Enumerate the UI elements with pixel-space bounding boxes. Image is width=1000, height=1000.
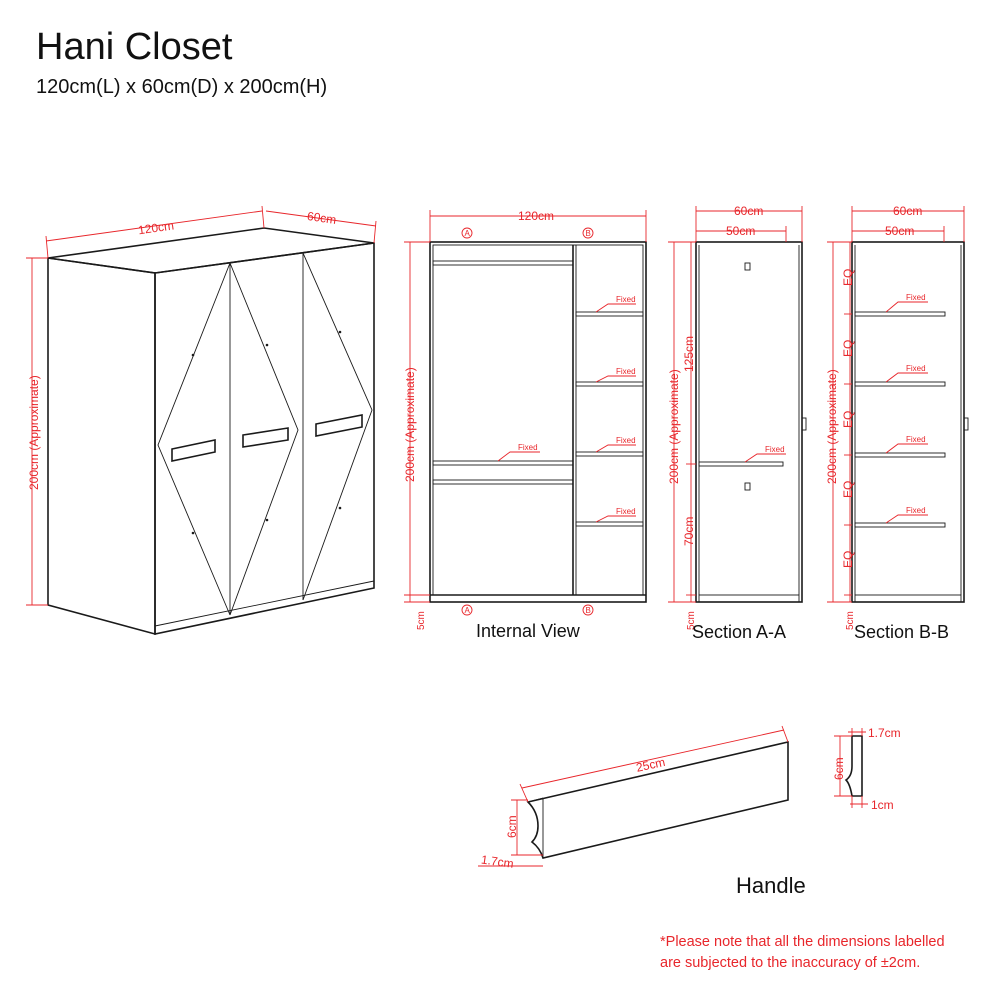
section-b-dimensions xyxy=(827,206,965,603)
handle-profile xyxy=(844,735,863,797)
section-a-body xyxy=(695,241,803,603)
section-a-base-label: 5cm xyxy=(686,611,697,630)
section-markers xyxy=(461,227,594,616)
internal-view-caption: Internal View xyxy=(476,621,581,641)
perspective-dimensions xyxy=(26,205,377,606)
closet-front xyxy=(154,242,375,635)
door-dots xyxy=(191,330,342,535)
right-shelf-1 xyxy=(575,311,644,317)
section-a-hinge-top xyxy=(744,262,751,271)
diamond-line-door-1b xyxy=(229,262,299,616)
section-b-eq-3: EQ xyxy=(841,411,855,428)
section-b-eq-1: EQ xyxy=(841,269,855,286)
diamond-line-door-1 xyxy=(157,262,231,616)
perspective-view: 120cm 60cm 200cm (Approximate) xyxy=(26,205,377,636)
internal-fixed-leaders xyxy=(497,303,636,523)
page-title: Hani Closet xyxy=(36,26,233,68)
closet-side xyxy=(47,257,156,636)
perspective-height-label: 200cm (Approximate) xyxy=(27,375,41,490)
section-a-caption: Section A-A xyxy=(692,622,786,642)
internal-dimensions xyxy=(404,210,647,603)
section-b-fixed-3: Fixed xyxy=(906,435,926,444)
right-shelf-4 xyxy=(575,521,644,527)
marker-a-bottom: A xyxy=(465,606,471,615)
handle-door-1 xyxy=(171,439,216,462)
handle-profile-top: 1.7cm xyxy=(868,726,901,740)
perspective-width-label: 120cm xyxy=(137,218,175,237)
section-b-fixed-4: Fixed xyxy=(906,506,926,515)
section-b-base xyxy=(854,594,962,603)
section-a-hinge-bottom xyxy=(744,482,751,491)
section-b-fixed-leaders xyxy=(885,301,928,524)
perspective-depth-label: 60cm xyxy=(306,209,337,227)
internal-outer xyxy=(429,241,647,603)
closet-plinth xyxy=(154,580,375,627)
section-b: Fixed Fixed Fixed Fixed 60cm 50cm 200cm … xyxy=(825,204,969,642)
section-a-base xyxy=(698,594,800,603)
internal-inner xyxy=(432,244,644,596)
handle-dimensions xyxy=(478,725,789,867)
section-a-fixed-label: Fixed xyxy=(765,445,785,454)
handle-profile-bottom: 1cm xyxy=(871,798,894,812)
section-a: Fixed 60cm 50cm 200cm (Approximate) 125c… xyxy=(667,204,807,642)
right-shelf-2 xyxy=(575,381,644,387)
fixed-label-left-shelf: Fixed xyxy=(518,443,538,452)
marker-a-top: A xyxy=(465,229,471,238)
section-b-shelf-4 xyxy=(854,522,946,528)
left-lower-rail xyxy=(432,479,574,485)
handle-door-3 xyxy=(315,414,363,437)
disclaimer-line-2: are subjected to the inaccuracy of ±2cm. xyxy=(660,955,921,971)
section-a-upper: 125cm xyxy=(682,336,696,372)
fixed-label-shelf-1: Fixed xyxy=(616,295,636,304)
handle-height-label: 6cm xyxy=(505,815,519,838)
hanging-rail xyxy=(432,260,574,266)
dimension-disclaimer: *Please note that all the dimensions lab… xyxy=(660,932,945,974)
section-a-shelf xyxy=(698,461,784,467)
section-b-base-label: 5cm xyxy=(845,611,856,630)
handle-length-label: 25cm xyxy=(635,755,667,775)
handle-bar xyxy=(526,740,789,859)
handle-caption: Handle xyxy=(736,873,806,898)
section-b-shelf-2 xyxy=(854,381,946,387)
diamond-line-door-3 xyxy=(302,252,373,601)
section-b-eq-5: EQ xyxy=(841,551,855,568)
section-b-eq-2: EQ xyxy=(841,340,855,357)
right-shelf-3 xyxy=(575,451,644,457)
marker-b-top: B xyxy=(586,229,591,238)
section-b-shelf-1 xyxy=(854,311,946,317)
section-b-inner-depth: 50cm xyxy=(885,224,914,238)
left-fixed-shelf xyxy=(432,460,574,466)
handle-detail: 25cm 6cm 1.7cm 6cm 1.7cm 1cm Handle xyxy=(478,725,901,898)
section-b-caption: Section B-B xyxy=(854,622,949,642)
section-b-shelf-3 xyxy=(854,452,946,458)
section-b-door-handle xyxy=(963,417,969,431)
internal-view: Fixed Fixed Fixed Fixed Fixed A B A B 12… xyxy=(403,209,647,641)
disclaimer-line-1: *Please note that all the dimensions lab… xyxy=(660,934,945,950)
section-b-eq-4: EQ xyxy=(841,481,855,498)
section-b-fixed-2: Fixed xyxy=(906,364,926,373)
section-a-door-handle xyxy=(801,417,807,431)
section-a-lower: 70cm xyxy=(682,517,696,546)
handle-profile-height: 6cm xyxy=(832,757,846,780)
section-a-outer-depth: 60cm xyxy=(734,204,763,218)
page-subtitle: 120cm(L) x 60cm(D) x 200cm(H) xyxy=(36,76,328,98)
handle-profile-dimensions xyxy=(834,728,868,808)
fixed-label-shelf-3: Fixed xyxy=(616,436,636,445)
internal-width-label: 120cm xyxy=(518,209,554,223)
marker-b-bottom: B xyxy=(586,606,591,615)
fixed-label-shelf-2: Fixed xyxy=(616,367,636,376)
section-b-fixed-1: Fixed xyxy=(906,293,926,302)
internal-height-label: 200cm (Approximate) xyxy=(403,367,417,482)
section-b-height: 200cm (Approximate) xyxy=(825,369,839,484)
fixed-label-shelf-4: Fixed xyxy=(616,507,636,516)
internal-base-label: 5cm xyxy=(416,611,427,630)
section-a-dimensions xyxy=(668,206,803,603)
section-b-outer-depth: 60cm xyxy=(893,204,922,218)
section-a-height: 200cm (Approximate) xyxy=(667,369,681,484)
section-a-inner-depth: 50cm xyxy=(726,224,755,238)
handle-thickness-label: 1.7cm xyxy=(480,852,514,870)
door-handles xyxy=(171,414,363,462)
handle-door-2 xyxy=(242,427,289,448)
